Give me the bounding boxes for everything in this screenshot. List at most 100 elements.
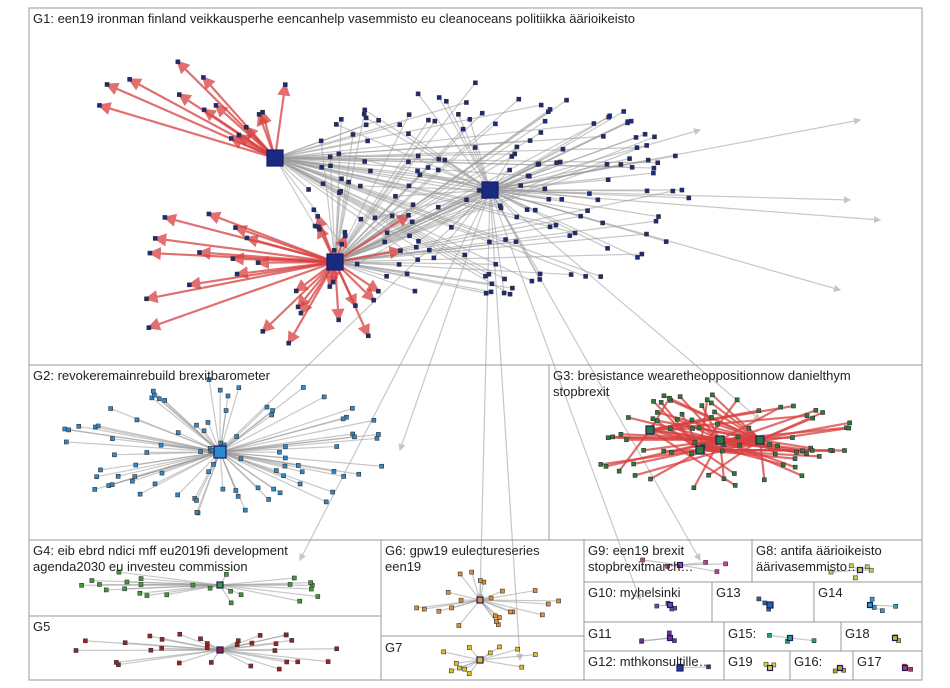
g1-node — [336, 317, 341, 323]
g1-node — [413, 244, 419, 250]
g2-edge — [94, 451, 221, 490]
group-box-g2 — [28, 364, 550, 541]
g1-edge — [489, 189, 659, 218]
g1-node — [146, 325, 152, 330]
g1-node — [415, 257, 420, 262]
g8-node — [828, 569, 834, 575]
g2-node — [235, 494, 241, 499]
g3-node — [842, 448, 847, 453]
g2-node — [198, 449, 203, 454]
g1-node — [444, 98, 449, 104]
g1-edge — [274, 157, 658, 164]
g6-edge — [416, 599, 481, 609]
g1-node — [560, 146, 566, 152]
g5-node — [73, 648, 79, 653]
g4-node — [138, 576, 144, 581]
g1-node — [493, 121, 498, 127]
g1-node — [604, 162, 610, 167]
g2-node — [62, 426, 68, 432]
g3-node — [632, 473, 638, 478]
g5-edge — [219, 649, 280, 670]
cross-group-edge — [489, 189, 524, 662]
g2-node — [371, 417, 377, 423]
g3-node — [799, 473, 805, 478]
g2-node — [277, 490, 283, 496]
g1-node — [578, 213, 583, 219]
g2-node — [175, 430, 181, 435]
g1-node — [639, 251, 645, 257]
g5-node — [114, 660, 119, 665]
g2-edge — [196, 451, 221, 513]
g1-node — [525, 173, 531, 179]
g1-node — [365, 138, 370, 144]
g5-edge — [219, 649, 329, 663]
g3-edge — [700, 405, 721, 441]
g4-node — [228, 600, 234, 606]
g6-node — [458, 597, 464, 603]
g1-red-edge — [127, 78, 276, 159]
g1-node — [483, 273, 488, 279]
g3-node — [780, 462, 786, 468]
g1-node — [538, 102, 544, 108]
g2-node — [283, 444, 288, 449]
g1-node — [651, 165, 657, 171]
g7-node — [466, 645, 472, 650]
g2-edge — [219, 418, 344, 453]
g1-edge — [489, 115, 610, 191]
g16-node — [832, 668, 838, 674]
g3-node — [626, 415, 631, 420]
g2-node — [266, 497, 271, 502]
g1-node — [201, 107, 207, 113]
g1-node — [645, 157, 651, 163]
g1-node — [460, 126, 466, 132]
g2-node — [63, 439, 69, 445]
g1-node — [230, 256, 236, 261]
g1-node — [306, 187, 311, 192]
g2-node — [376, 432, 381, 437]
g3-node — [618, 431, 624, 437]
g3-node — [598, 462, 604, 467]
g3-node — [661, 448, 666, 454]
g18-hub-node — [891, 634, 899, 642]
g3-node — [709, 415, 714, 420]
g1-node — [415, 91, 421, 97]
g9-node — [723, 561, 728, 567]
g3-node — [720, 448, 725, 454]
g1-node — [431, 255, 437, 261]
g1-node — [396, 262, 402, 267]
g2-node — [211, 461, 216, 467]
g2-node — [379, 463, 384, 469]
g2-node — [98, 467, 103, 473]
g1-node — [564, 97, 569, 103]
group-label-g17: G17 — [857, 654, 882, 669]
g2-edge — [219, 410, 273, 453]
g5-node — [209, 660, 214, 665]
g1-node — [363, 122, 369, 128]
g1-node — [336, 151, 342, 157]
g1-node — [389, 213, 395, 219]
g1-node — [363, 115, 369, 121]
g1-edge — [334, 119, 429, 263]
g2-node — [321, 394, 327, 400]
g2-node — [132, 474, 138, 479]
g1-node — [233, 225, 238, 230]
g5-node — [204, 645, 210, 651]
g1-node — [652, 134, 657, 140]
g6-edge — [479, 599, 549, 605]
g1-node — [559, 197, 565, 202]
g1-node — [376, 118, 381, 123]
group-label-g5: G5 — [33, 619, 50, 634]
g1-node — [497, 203, 503, 209]
g3-hub-node — [715, 435, 725, 445]
g1-edge — [417, 170, 491, 191]
g2-node — [175, 492, 180, 498]
g5-edge — [219, 643, 277, 651]
g6-edge — [458, 599, 481, 626]
g2-node — [130, 478, 135, 484]
g1-node — [449, 225, 454, 230]
g3-node — [794, 449, 799, 455]
g1-edge — [334, 82, 476, 263]
g1-node — [598, 274, 604, 279]
g2-edge — [219, 396, 325, 453]
